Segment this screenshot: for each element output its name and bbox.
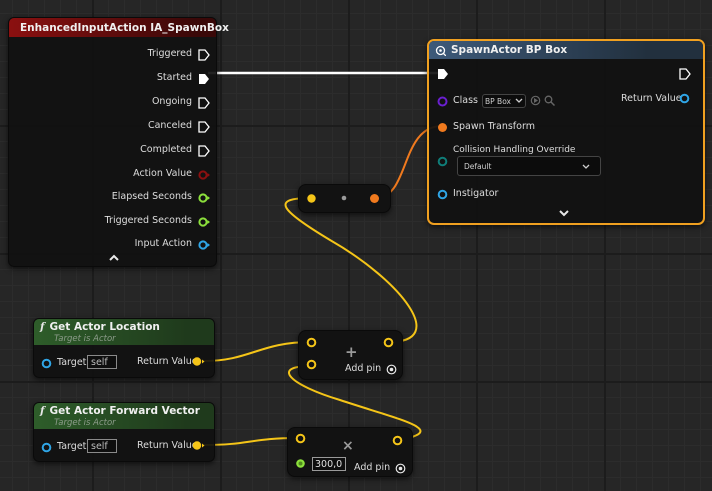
vector-add-node[interactable]: + Add pin xyxy=(298,330,403,380)
node-subtitle: Target is Actor xyxy=(54,418,116,428)
location-to-transform-wire[interactable] xyxy=(284,197,418,343)
node-subtitle: Target is Actor xyxy=(54,334,116,344)
target-label: Target xyxy=(57,441,87,452)
input-a-pin[interactable] xyxy=(295,433,306,444)
spawn-transform-label: Spawn Transform xyxy=(453,121,535,132)
enhanced-input-action-node[interactable]: EnhancedInputAction IA_SpawnBox Triggere… xyxy=(8,17,229,267)
output-pin-input-action[interactable] xyxy=(198,239,210,251)
function-icon: f xyxy=(40,405,45,417)
get-actor-forward-vector-node[interactable]: f Get Actor Forward Vector Target is Act… xyxy=(33,402,215,462)
target-pin[interactable] xyxy=(41,358,52,369)
instigator-pin[interactable] xyxy=(437,189,448,200)
spawn-actor-node[interactable]: SpawnActor BP Box Class BP Box Return Va… xyxy=(427,39,705,225)
output-pin-started[interactable] xyxy=(198,73,210,85)
dot-icon xyxy=(341,195,347,201)
target-pin[interactable] xyxy=(41,442,52,453)
chevron-down-icon[interactable] xyxy=(559,210,569,217)
output-pin-triggered[interactable] xyxy=(198,49,210,61)
vector-multiply-node[interactable]: 300,0 × Add pin xyxy=(287,427,413,477)
plus-operator-icon: + xyxy=(345,343,358,361)
class-label: Class xyxy=(453,95,478,106)
node-header: EnhancedInputAction IA_SpawnBox xyxy=(9,18,229,37)
chevron-down-icon xyxy=(582,164,590,169)
output-pin-action-value[interactable] xyxy=(198,169,210,181)
target-label: Target xyxy=(57,357,87,368)
node-header: SpawnActor BP Box xyxy=(429,41,703,59)
function-icon: f xyxy=(40,321,45,333)
exec-out-pin[interactable] xyxy=(679,68,691,80)
collision-handling-dropdown[interactable]: Default xyxy=(457,156,601,176)
output-label-ongoing: Ongoing xyxy=(151,96,192,107)
spawn-transform-pin[interactable] xyxy=(437,122,448,133)
instigator-label: Instigator xyxy=(453,188,499,199)
get-location-to-add-wire[interactable] xyxy=(203,341,312,362)
return-value-label: Return Value xyxy=(621,93,682,104)
output-pin-ongoing[interactable] xyxy=(198,97,210,109)
return-value-label: Return Value xyxy=(137,356,198,367)
return-value-pin[interactable] xyxy=(192,356,205,367)
float-input-pin[interactable] xyxy=(295,458,306,469)
browse-search-icon[interactable] xyxy=(544,95,555,106)
use-selected-icon[interactable] xyxy=(530,95,541,106)
add-pin-label[interactable]: Add pin xyxy=(345,363,382,374)
return-value-pin[interactable] xyxy=(679,93,690,104)
forward-to-multiply-wire[interactable] xyxy=(203,437,300,446)
transform-out-pin[interactable] xyxy=(369,193,380,204)
make-transform-node[interactable] xyxy=(298,184,391,213)
return-value-label: Return Value xyxy=(137,440,198,451)
output-label-completed: Completed xyxy=(140,144,192,155)
output-pin-canceled[interactable] xyxy=(198,121,210,133)
add-pin-icon[interactable] xyxy=(386,364,397,375)
node-header: f Get Actor Location Target is Actor xyxy=(34,319,214,345)
output-label-elapsed-seconds: Elapsed Seconds xyxy=(111,191,192,202)
output-label-triggered-seconds: Triggered Seconds xyxy=(104,215,192,226)
input-b-pin[interactable] xyxy=(306,359,317,370)
output-label-triggered: Triggered xyxy=(147,48,192,59)
output-pin-triggered-seconds[interactable] xyxy=(198,216,210,228)
exec-in-pin[interactable] xyxy=(437,68,449,80)
target-input[interactable]: self xyxy=(87,355,117,369)
class-value: BP Box xyxy=(485,96,511,106)
location-in-pin[interactable] xyxy=(306,193,317,204)
node-header: f Get Actor Forward Vector Target is Act… xyxy=(34,403,214,429)
chevron-down-icon xyxy=(515,98,523,103)
output-pin[interactable] xyxy=(383,337,394,348)
output-pin-completed[interactable] xyxy=(198,145,210,157)
node-title: Get Actor Location xyxy=(49,321,160,333)
get-actor-location-node[interactable]: f Get Actor Location Target is Actor Tar… xyxy=(33,318,215,378)
target-input[interactable]: self xyxy=(87,439,117,453)
multiply-operator-icon: × xyxy=(342,438,354,454)
add-pin-icon[interactable] xyxy=(395,463,406,474)
output-label-canceled: Canceled xyxy=(147,120,192,131)
output-pin[interactable] xyxy=(392,435,403,446)
input-a-pin[interactable] xyxy=(306,337,317,348)
float-value-input[interactable]: 300,0 xyxy=(312,457,346,471)
output-label-started: Started xyxy=(156,72,192,83)
node-title: EnhancedInputAction IA_SpawnBox xyxy=(20,21,229,34)
collision-handling-label: Collision Handling Override xyxy=(453,145,576,155)
output-pin-elapsed-seconds[interactable] xyxy=(198,192,210,204)
collision-handling-value: Default xyxy=(464,161,492,171)
add-pin-label[interactable]: Add pin xyxy=(354,462,391,473)
class-pin[interactable] xyxy=(437,96,448,107)
spawn-actor-icon xyxy=(435,45,446,56)
output-label-action-value: Action Value xyxy=(133,168,192,179)
class-dropdown[interactable]: BP Box xyxy=(482,94,526,108)
collision-handling-pin[interactable] xyxy=(437,156,448,167)
output-label-input-action: Input Action xyxy=(134,238,192,249)
node-title: Get Actor Forward Vector xyxy=(49,405,200,417)
chevron-up-icon[interactable] xyxy=(109,254,119,261)
return-value-pin[interactable] xyxy=(192,440,205,451)
node-title: SpawnActor BP Box xyxy=(451,44,568,56)
